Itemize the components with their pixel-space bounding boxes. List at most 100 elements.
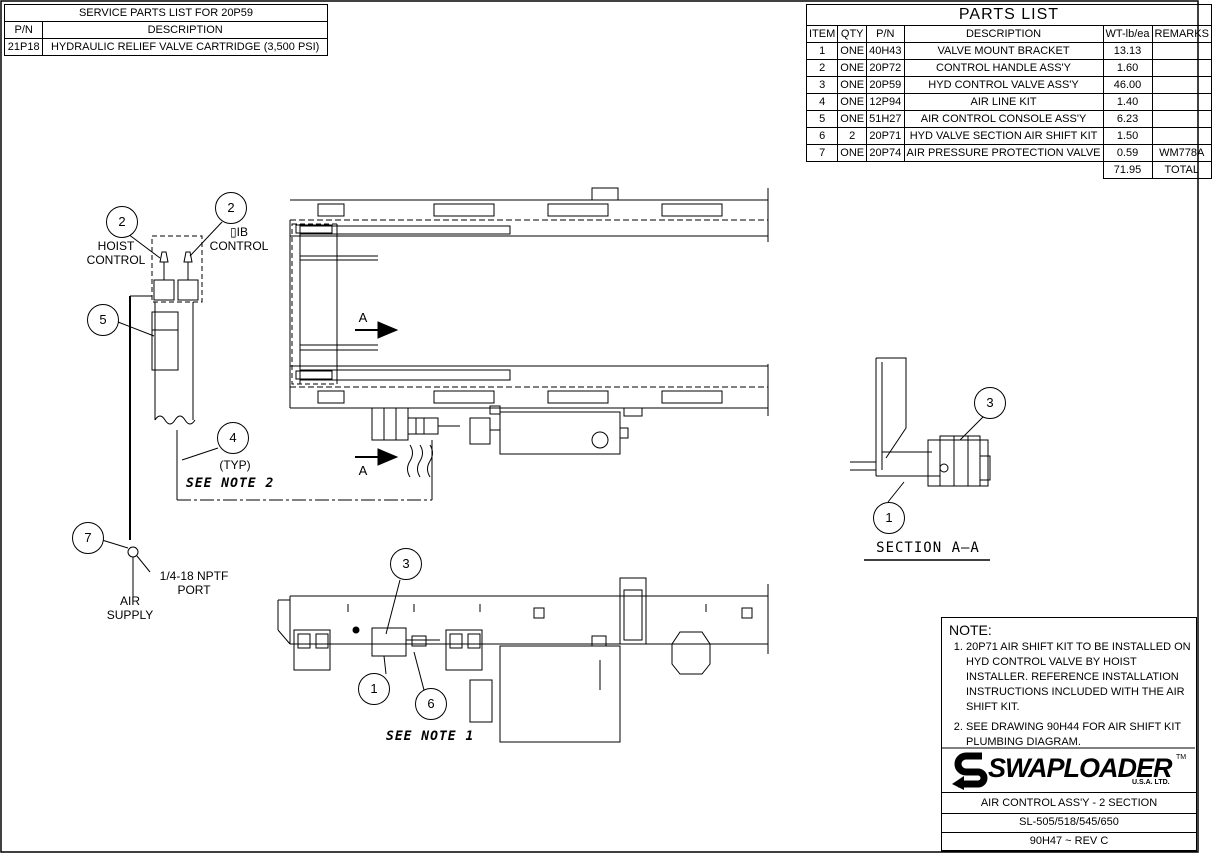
cell-item: 3 [805,76,839,94]
header-qty: QTY [837,25,868,43]
parts-list-table: PARTS LIST ITEM QTY P/N DESCRIPTION WT-l… [805,4,1212,179]
total-weight: 71.95 [1102,161,1153,179]
leader-lines [101,221,985,691]
header-weight: WT-lb/ea [1102,25,1153,43]
cell-pn: 12P94 [866,93,905,111]
logo-block: SWAPLOADER TM U.S.A. LTD. [941,748,1197,793]
frame-top-view [289,187,769,500]
balloon-4: 4 [217,422,249,454]
cell-item: 6 [805,127,839,145]
cell-pn: 20P74 [866,144,905,162]
notes-list: 20P71 AIR SHIFT KIT TO BE INSTALLED ON H… [950,640,1194,755]
header-description: DESCRIPTION [903,25,1104,43]
section-a-a-label: SECTION A–A [876,540,980,556]
cell-weight: 0.59 [1102,144,1153,162]
section-a-a-view [850,357,991,561]
swaploader-logo-icon [952,752,988,790]
cell-pn: 20P59 [866,76,905,94]
cell-weight: 1.40 [1102,93,1153,111]
cell-qty: ONE [837,76,868,94]
arrow-a-label-bottom: A [358,463,368,478]
total-label: TOTAL [1151,161,1212,179]
balloon-2-hoist: 2 [106,206,138,238]
cell-item: 7 [805,144,839,162]
cell-description: AIR LINE KIT [903,93,1104,111]
logo-text: SWAPLOADER [988,753,1173,783]
see-note-2-label: SEE NOTE 2 [186,476,275,491]
drawing-number: 90H47 ~ REV C [941,832,1197,851]
cell-item: 5 [805,110,839,128]
cell-pn: 51H27 [866,110,905,128]
parts-list-title: PARTS LIST [806,4,1212,26]
logo-tm: TM [1176,754,1187,761]
air-supply-label: AIR SUPPLY [106,594,154,622]
header-remarks: REMARKS [1151,25,1212,43]
drawing-models: SL-505/518/545/650 [941,812,1197,833]
notes-title: NOTE: [949,622,992,638]
cell-item: 1 [805,42,839,60]
cell-qty: ONE [837,110,868,128]
cell-description: HYD VALVE SECTION AIR SHIFT KIT [903,127,1104,145]
control-console [127,235,432,600]
balloon-5: 5 [87,304,119,336]
cell-description: HYD CONTROL VALVE ASS'Y [903,76,1104,94]
cell-description: AIR PRESSURE PROTECTION VALVE [903,144,1104,162]
balloon-6: 6 [415,688,447,720]
typ-label: (TYP) [219,458,251,472]
balloon-3-section: 3 [974,387,1006,419]
cell-qty: ONE [837,59,868,77]
parts-list-header: ITEM QTY P/N DESCRIPTION WT-lb/ea REMARK… [805,25,1212,43]
cell-remarks [1151,76,1212,94]
cell-item: 4 [805,93,839,111]
balloon-3-side: 3 [390,548,422,580]
cell-weight: 46.00 [1102,76,1153,94]
cell-weight: 6.23 [1102,110,1153,128]
header-description: DESCRIPTION [42,21,328,39]
cell-pn: 20P72 [866,59,905,77]
header-pn: P/N [3,21,44,39]
cell-item: 2 [805,59,839,77]
cell-remarks [1151,127,1212,145]
port-label: 1/4-18 NPTF PORT [159,569,229,597]
cell-qty: ONE [837,93,868,111]
cell-qty: ONE [837,144,868,162]
cell-remarks [1151,42,1212,60]
note-1: 20P71 AIR SHIFT KIT TO BE INSTALLED ON H… [966,640,1194,715]
balloon-1-side: 1 [358,673,390,705]
header-item: ITEM [805,25,839,43]
cell-pn: 21P18 [3,38,44,56]
cell-remarks [1151,110,1212,128]
cell-description: AIR CONTROL CONSOLE ASS'Y [903,110,1104,128]
see-note-1-label: SEE NOTE 1 [386,729,475,744]
drawing-title: AIR CONTROL ASS'Y - 2 SECTION [941,792,1197,814]
notes-box: NOTE: 20P71 AIR SHIFT KIT TO BE INSTALLE… [941,617,1197,852]
jib-control-label: ▯IB CONTROL [209,225,269,253]
cell-weight: 13.13 [1102,42,1153,60]
cell-description: VALVE MOUNT BRACKET [903,42,1104,60]
frame-side-view [277,577,769,743]
cell-description: HYDRAULIC RELIEF VALVE CARTRIDGE (3,500 … [42,38,328,56]
cell-weight: 1.60 [1102,59,1153,77]
cell-remarks [1151,59,1212,77]
cell-pn: 20P71 [866,127,905,145]
cell-weight: 1.50 [1102,127,1153,145]
arrow-a-label-top: A [358,310,368,325]
cell-remarks [1151,93,1212,111]
header-pn: P/N [866,25,905,43]
total-row: 71.95 TOTAL [807,161,1212,179]
cell-qty: ONE [837,42,868,60]
hoist-control-label: HOIST CONTROL [86,239,146,267]
cell-pn: 40H43 [866,42,905,60]
service-parts-title: SERVICE PARTS LIST FOR 20P59 [4,4,328,22]
